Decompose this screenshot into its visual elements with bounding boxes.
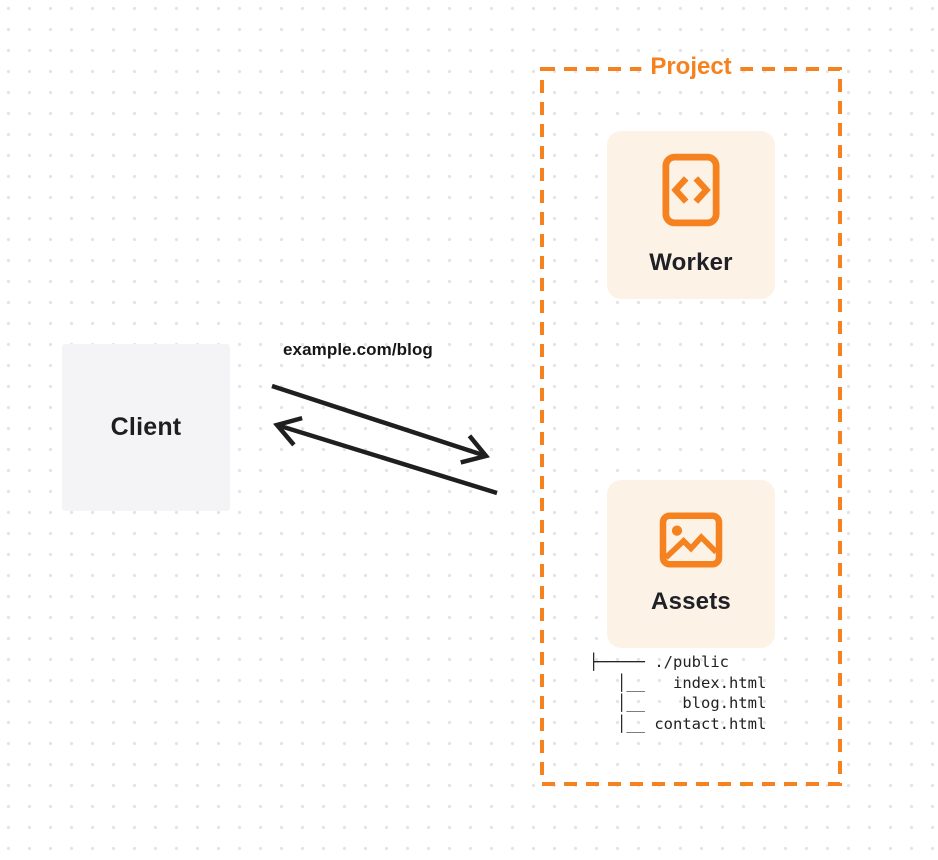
client-label: Client bbox=[110, 413, 182, 441]
project-boundary: Project Worker Assets ├───── ./public │_… bbox=[540, 53, 842, 786]
project-title: Project bbox=[641, 53, 741, 81]
worker-card: Worker bbox=[607, 131, 775, 299]
assets-card: Assets bbox=[607, 480, 775, 648]
code-file-icon bbox=[662, 153, 720, 227]
client-box: Client bbox=[62, 344, 230, 511]
worker-label: Worker bbox=[649, 249, 733, 276]
assets-file-tree: ├───── ./public │__ index.html │__ blog.… bbox=[589, 653, 767, 733]
image-icon bbox=[659, 512, 723, 568]
request-url-label: example.com/blog bbox=[283, 340, 433, 359]
project-to-client-arrow bbox=[272, 415, 498, 496]
assets-label: Assets bbox=[651, 588, 731, 615]
client-to-project-arrow bbox=[271, 383, 490, 465]
